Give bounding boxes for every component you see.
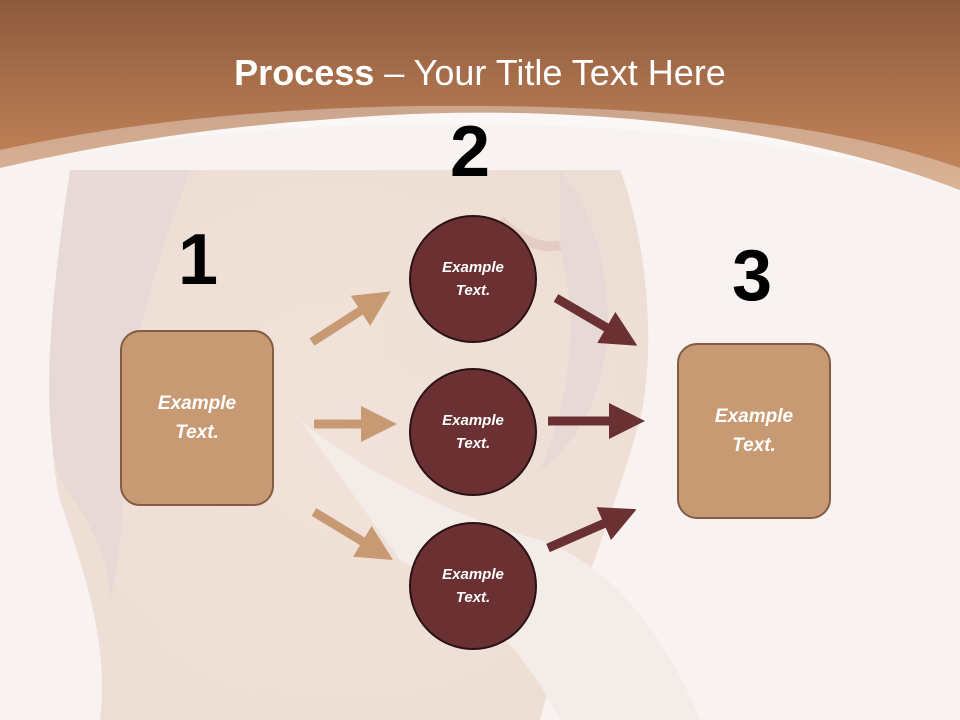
arrow-top-to-right <box>553 294 638 346</box>
process-circle-middle: Example Text. <box>409 368 537 496</box>
circle-bottom-label: Example Text. <box>442 566 504 606</box>
step-number-1: 1 <box>178 220 219 300</box>
process-circle-bottom: Example Text. <box>409 522 537 650</box>
arrow-left-to-bottom <box>311 508 394 561</box>
step-number-3: 3 <box>732 236 773 316</box>
arrow-bottom-to-right <box>546 507 637 553</box>
process-box-right: Example Text. <box>677 343 831 519</box>
title-bold: Process <box>234 52 375 93</box>
step-number-2: 2 <box>450 112 491 192</box>
process-circle-top: Example Text. <box>409 215 537 343</box>
title-rest: – Your Title Text Here <box>374 52 726 93</box>
process-box-left: Example Text. <box>120 330 274 506</box>
circle-top-label: Example Text. <box>442 259 504 299</box>
box-left-label: Example Text. <box>157 393 237 443</box>
circle-middle-label: Example Text. <box>442 412 504 452</box>
box-right-label: Example Text. <box>714 406 794 456</box>
slide-title: Process – Your Title Text Here <box>0 52 960 94</box>
arrow-left-to-top <box>309 291 391 346</box>
